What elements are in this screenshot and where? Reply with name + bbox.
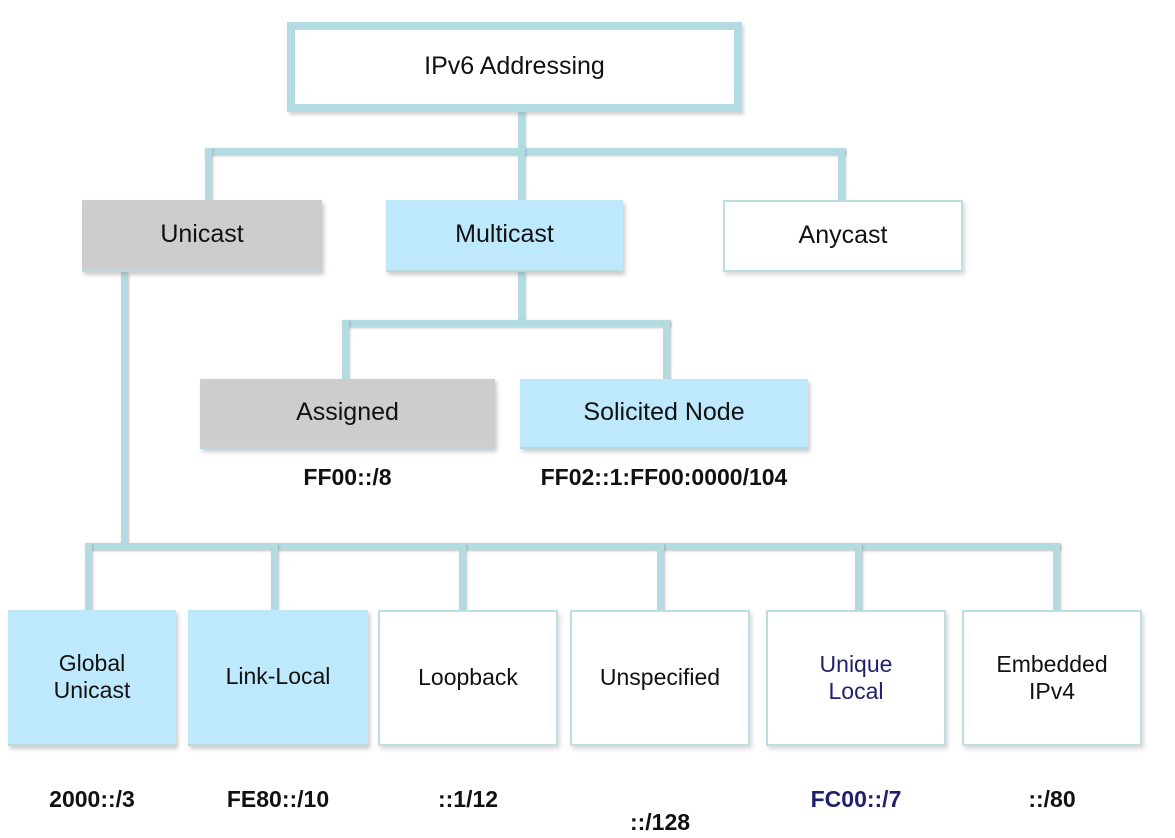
connector-level2-bus xyxy=(205,148,845,155)
prefix-loopback-line1: ::1/12 xyxy=(437,785,499,812)
node-unicast[interactable]: Unicast xyxy=(82,200,322,272)
node-link-local-label: Link-Local xyxy=(225,663,331,690)
connector-root-stem xyxy=(518,111,525,153)
prefix-unspecified-line1: ::/128 xyxy=(629,808,691,835)
connector-drop-embedded-ipv4 xyxy=(1053,543,1060,611)
node-global-unicast-label: Global Unicast xyxy=(8,650,176,704)
prefix-unspecified: ::/128 xyxy=(570,778,750,838)
prefix-loopback: ::1/12 8 xyxy=(378,755,558,838)
connector-multicast-stem xyxy=(518,272,525,324)
connector-multicast-bus xyxy=(342,320,670,327)
node-unique-local[interactable]: Unique Local xyxy=(766,610,946,746)
node-loopback-label: Loopback xyxy=(418,664,518,691)
node-unspecified[interactable]: Unspecified xyxy=(570,610,750,746)
node-root-ipv6-addressing[interactable]: IPv6 Addressing xyxy=(287,22,742,112)
node-global-unicast-line1: Global xyxy=(58,649,126,676)
node-global-unicast[interactable]: Global Unicast xyxy=(8,610,176,746)
node-unicast-label: Unicast xyxy=(160,220,244,249)
connector-unicast-stem xyxy=(121,272,128,548)
prefix-unique-local: FC00::/7 FDFF::/7 xyxy=(766,755,946,838)
prefix-link-local-line1: FE80::/10 xyxy=(226,785,330,812)
prefix-embedded-ipv4-line1: ::/80 xyxy=(1028,785,1076,812)
prefix-link-local: FE80::/10 FEBF::/10 xyxy=(186,755,370,838)
node-embedded-ipv4-line2: IPv4 xyxy=(1028,678,1076,704)
node-embedded-ipv4-line1: Embedded xyxy=(996,650,1108,677)
node-assigned-label: Assigned xyxy=(296,398,399,427)
prefix-embedded-ipv4: ::/80 xyxy=(962,755,1142,815)
connector-drop-unicast xyxy=(205,148,212,200)
node-multicast-label: Multicast xyxy=(455,220,554,249)
connector-drop-assigned xyxy=(342,320,349,380)
node-assigned[interactable]: Assigned xyxy=(200,379,495,449)
node-root-label: IPv6 Addressing xyxy=(424,52,605,81)
prefix-global-unicast-line1: 2000::/3 xyxy=(49,785,135,812)
connector-drop-global-unicast xyxy=(85,543,92,611)
connector-drop-solicited-node xyxy=(663,320,670,380)
node-link-local[interactable]: Link-Local xyxy=(188,610,368,746)
node-embedded-ipv4[interactable]: Embedded IPv4 xyxy=(962,610,1142,746)
node-global-unicast-line2: Unicast xyxy=(53,677,131,703)
prefix-solicited-node: FF02::1:FF00:0000/104 xyxy=(540,464,788,490)
node-embedded-ipv4-label: Embedded IPv4 xyxy=(964,651,1140,705)
connector-unicast-bus xyxy=(85,543,1060,550)
connector-drop-unspecified xyxy=(657,543,664,611)
node-solicited-node-label: Solicited Node xyxy=(583,398,745,427)
node-anycast[interactable]: Anycast xyxy=(723,200,963,272)
node-unique-local-line2: Local xyxy=(828,678,884,704)
prefix-assigned: FF00::/8 xyxy=(303,464,392,490)
connector-drop-link-local xyxy=(271,543,278,611)
node-loopback[interactable]: Loopback xyxy=(378,610,558,746)
node-multicast[interactable]: Multicast xyxy=(386,200,623,272)
node-unique-local-label: Unique Local xyxy=(768,651,944,705)
prefix-global-unicast: 2000::/3 3FFF::/3 xyxy=(8,755,176,838)
node-anycast-label: Anycast xyxy=(798,221,888,250)
connector-drop-loopback xyxy=(459,543,466,611)
connector-drop-multicast xyxy=(518,148,525,200)
prefix-unique-local-line1: FC00::/7 xyxy=(810,785,902,812)
connector-drop-unique-local xyxy=(855,543,862,611)
connector-drop-anycast xyxy=(838,148,845,200)
node-unspecified-label: Unspecified xyxy=(599,664,721,691)
node-solicited-node[interactable]: Solicited Node xyxy=(520,379,808,449)
node-unique-local-line1: Unique xyxy=(819,650,893,677)
